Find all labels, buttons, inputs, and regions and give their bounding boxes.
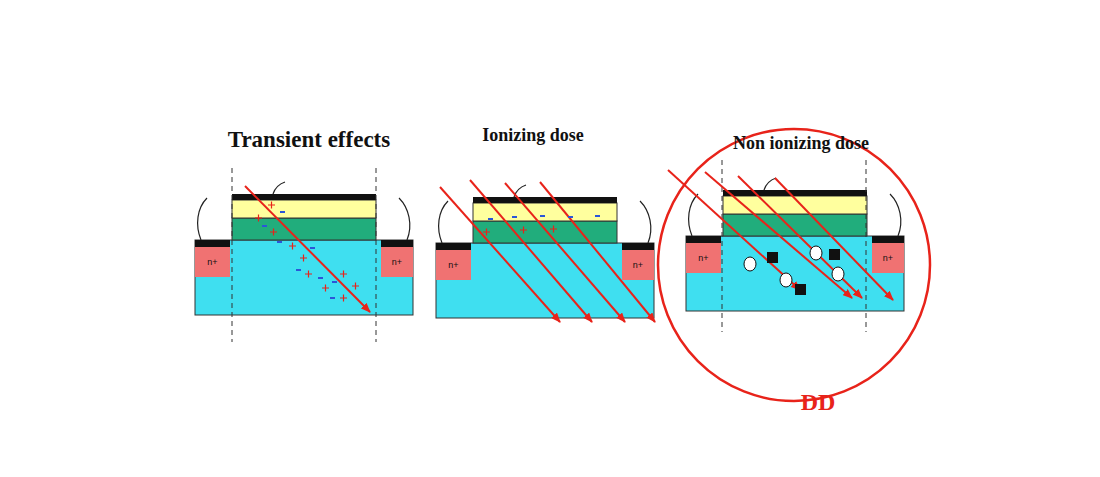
region-label: n+ [698, 253, 708, 263]
region-label: n+ [633, 260, 643, 270]
region-label: n+ [448, 260, 458, 270]
panel-title: Transient effects [228, 127, 390, 153]
doped-region: n+ [622, 243, 654, 280]
region-label: n+ [392, 257, 402, 267]
region-tag: DD [801, 389, 836, 416]
region-label: n+ [883, 253, 893, 263]
doped-region: n+ [872, 236, 904, 273]
doped-region: n+ [195, 240, 230, 277]
panel-title: Ionizing dose [482, 125, 584, 146]
doped-region: n+ [381, 240, 413, 277]
region-label: n+ [207, 257, 217, 267]
panel-title: Non ionizing dose [733, 133, 869, 154]
doped-region: n+ [436, 243, 471, 280]
doped-region: n+ [686, 236, 721, 273]
